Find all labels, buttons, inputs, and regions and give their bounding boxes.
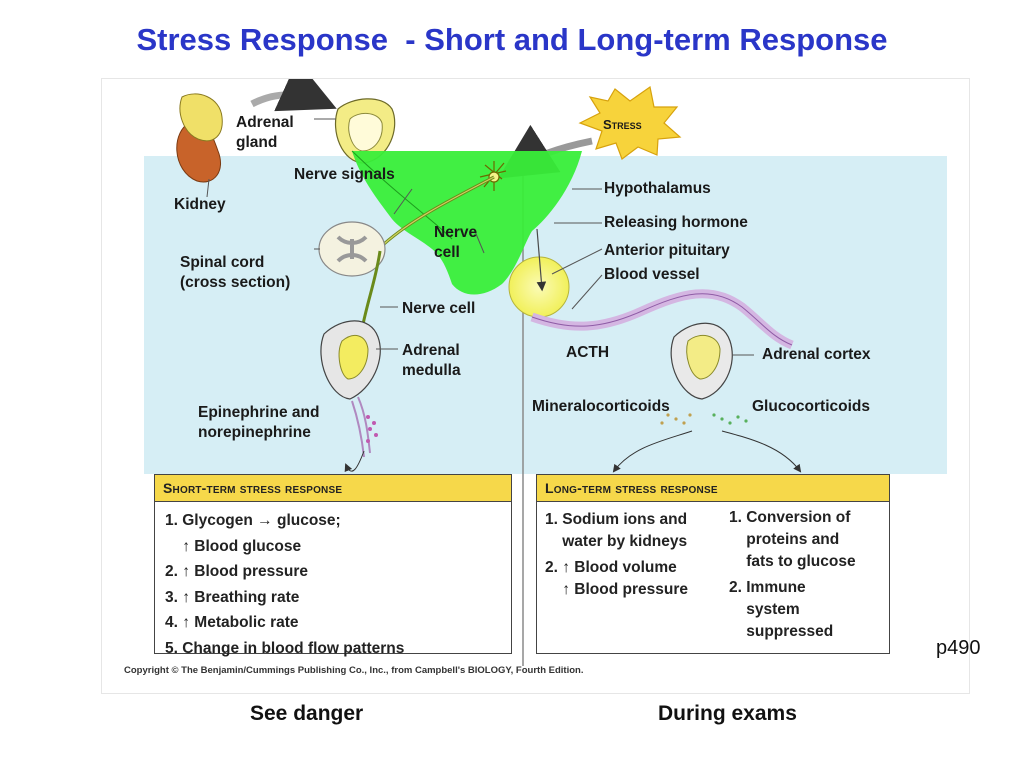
adrenal-gland-illustration	[334, 98, 396, 164]
list-item: 2. Immune	[729, 579, 806, 596]
caption-during-exams: During exams	[658, 702, 797, 725]
list-item: 1. Conversion of	[729, 509, 851, 526]
list-item: system	[729, 601, 800, 618]
hypothalamus-region	[352, 151, 582, 295]
list-item: 4. ↑ Metabolic rate	[165, 614, 299, 631]
corticoid-dots	[660, 413, 692, 425]
list-item: 1. Sodium ions and	[545, 511, 688, 528]
adrenal-cortex-illustration	[670, 322, 733, 400]
list-item: ↑ Blood pressure	[545, 581, 688, 598]
label-anterior-pituitary: Anterior pituitary	[604, 242, 730, 259]
label-glucocorticoids: Glucocorticoids	[752, 398, 870, 415]
label-mineralocorticoids: Mineralocorticoids	[532, 398, 670, 415]
label-acth: ACTH	[566, 344, 610, 361]
enlarge-arrow	[250, 79, 337, 112]
long-term-response-box: Long-term stress response 1. Sodium ions…	[536, 474, 890, 654]
label-nerve-signals: Nerve signals	[294, 166, 395, 183]
stress-label: Stress	[603, 117, 642, 132]
stress-burst	[578, 85, 682, 160]
label-nerve-cell-mid: Nerve cell	[402, 300, 476, 317]
list-item: 2. ↑ Blood pressure	[165, 563, 308, 580]
list-item: fats to glucose	[729, 553, 856, 570]
list-item: 3. ↑ Breathing rate	[165, 588, 300, 606]
list-item: proteins and	[729, 531, 840, 548]
copyright-notice: Copyright © The Benjamin/Cummings Publis…	[124, 665, 584, 676]
page-reference: p490	[936, 637, 981, 659]
label-blood-vessel: Blood vessel	[604, 266, 700, 283]
slide-title: Stress Response - Short and Long-term Re…	[136, 22, 888, 57]
leader-lines	[380, 188, 603, 310]
kidney-illustration	[176, 93, 223, 198]
caption-see-danger: See danger	[250, 702, 364, 725]
spinal-cord-illustration	[318, 221, 386, 277]
list-item: water by kidneys	[545, 533, 688, 550]
list-item: 2. ↑ Blood volume	[545, 559, 677, 576]
epinephrine-dots	[366, 415, 378, 443]
list-item: 5. Change in blood flow patterns	[165, 639, 405, 657]
anterior-pituitary	[508, 256, 570, 318]
long-term-heading: Long-term stress response	[537, 475, 889, 502]
label-spinal-cord: Spinal cord(cross section)	[180, 254, 291, 291]
list-item: 1. Glycogen → glucose;	[165, 512, 341, 529]
short-term-heading: Short-term stress response	[155, 475, 511, 502]
short-term-list: 1. Glycogen → glucose; ↑ Blood glucose 2…	[155, 502, 511, 661]
label-adrenal-cortex: Adrenal cortex	[762, 346, 871, 363]
long-term-kidney-effects: 1. Sodium ions and water by kidneys 2. ↑…	[545, 509, 688, 601]
list-item: suppressed	[729, 623, 834, 640]
diagram-artwork	[144, 79, 947, 666]
label-hypothalamus: Hypothalamus	[604, 180, 711, 197]
adrenal-medulla-illustration	[320, 320, 381, 458]
glucocorticoid-dots	[712, 413, 748, 425]
long-term-metabolic-effects: 1. Conversion of proteins and fats to gl…	[729, 507, 856, 643]
label-releasing-hormone: Releasing hormone	[604, 214, 748, 231]
short-term-response-box: Short-term stress response 1. Glycogen →…	[154, 474, 512, 657]
list-item: ↑ Blood glucose	[165, 537, 302, 555]
label-kidney: Kidney	[174, 196, 226, 213]
